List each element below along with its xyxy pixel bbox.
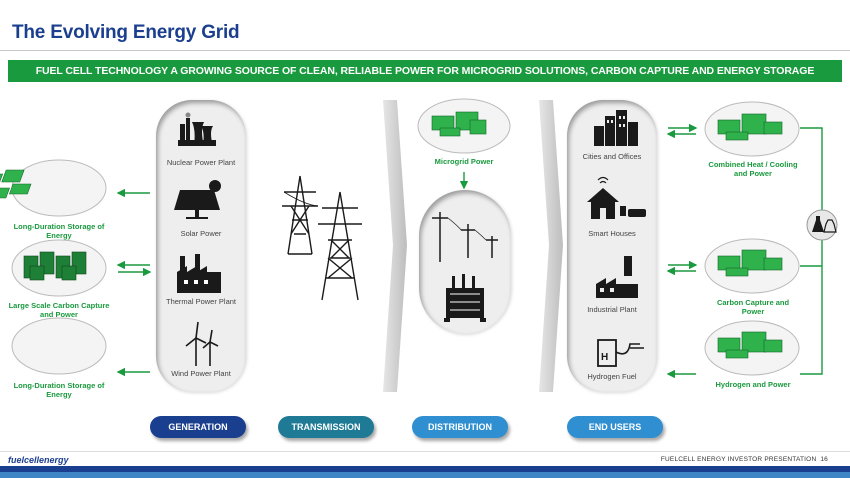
microgrid-unit	[417, 98, 511, 154]
microgrid-power-label: Microgrid Power	[434, 157, 494, 166]
wind-turbine-icon	[185, 321, 219, 366]
chp-label: Combined Heat / Cooling and Power	[708, 160, 798, 178]
footer-bar-dark	[0, 466, 850, 472]
footer-divider	[0, 451, 850, 452]
cities-offices-label: Cities and Offices	[582, 152, 642, 161]
generation-stage-button[interactable]: GENERATION	[150, 416, 246, 438]
company-logo: fuelcellenergy	[8, 455, 69, 465]
nuclear-power-plant-label: Nuclear Power Plant	[166, 158, 236, 167]
transmission-tower-icon	[282, 175, 362, 301]
storage-unit-bottom	[11, 317, 107, 375]
city-buildings-icon	[594, 110, 638, 146]
solar-panel-icon	[174, 180, 221, 219]
footer-caption: FUELCELL ENERGY INVESTOR PRESENTATION 16	[661, 456, 828, 463]
carbon-capture-storage-label: Large Scale Carbon Capture and Power	[8, 301, 110, 319]
page-title: The Evolving Energy Grid	[12, 22, 240, 43]
footer-text: FUELCELL ENERGY INVESTOR PRESENTATION	[660, 456, 817, 463]
storage-unit-top	[0, 159, 107, 217]
svg-text:H: H	[601, 352, 608, 363]
hydrogen-fuel-label: Hydrogen Fuel	[587, 372, 637, 381]
footer-bar-light	[0, 472, 850, 478]
hydrogen-unit	[704, 320, 800, 376]
end-users-stage-button[interactable]: END USERS	[567, 416, 663, 438]
storage-unit-middle	[11, 239, 107, 297]
title-divider	[0, 50, 850, 51]
carbon-capture-unit	[704, 238, 800, 294]
smart-house-icon	[587, 176, 646, 219]
nuclear-plant-icon	[178, 112, 216, 146]
hydrogen-power-label: Hydrogen and Power	[715, 380, 791, 389]
page-number: 16	[820, 456, 828, 463]
wind-power-plant-label: Wind Power Plant	[171, 369, 231, 378]
generation-pill	[156, 100, 246, 392]
fuel-connector-line	[800, 127, 823, 375]
storage-bottom-label: Long-Duration Storage of Energy	[13, 381, 105, 399]
industrial-plant-icon	[596, 256, 638, 298]
smart-houses-label: Smart Houses	[588, 229, 636, 238]
hydrogen-pump-icon: H	[597, 339, 644, 367]
chevron-divider-2	[539, 100, 563, 392]
transmission-stage-button[interactable]: TRANSMISSION	[278, 416, 374, 438]
end-users-pill	[567, 100, 657, 392]
carbon-capture-power-label: Carbon Capture and Power	[716, 298, 790, 316]
storage-top-label: Long-Duration Storage of Energy	[13, 222, 105, 240]
chp-unit	[704, 101, 800, 157]
thermal-power-plant-label: Thermal Power Plant	[165, 297, 237, 306]
fuel-lab-icon	[806, 209, 838, 241]
chevron-divider-1	[383, 100, 407, 392]
transformer-icon	[444, 274, 486, 322]
utility-poles-icon	[432, 212, 498, 262]
thermal-plant-icon	[177, 254, 221, 293]
industrial-plant-label: Industrial Plant	[587, 305, 637, 314]
solar-power-label: Solar Power	[180, 229, 222, 238]
distribution-stage-button[interactable]: DISTRIBUTION	[412, 416, 508, 438]
headline-banner: FUEL CELL TECHNOLOGY A GROWING SOURCE OF…	[8, 60, 842, 82]
